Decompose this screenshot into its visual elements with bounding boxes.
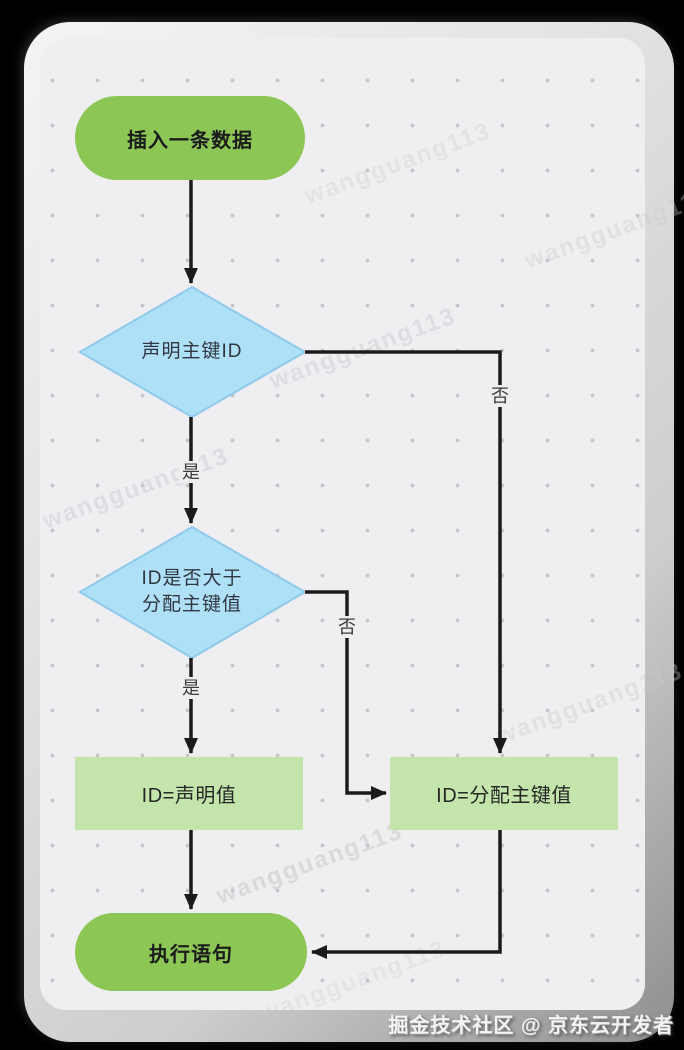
node-assign-allocated-label: ID=分配主键值 [436, 785, 572, 807]
node-assign-declared: ID=声明值 [75, 757, 303, 830]
edge-label-yes-1: 是 [179, 461, 203, 483]
credit-watermark: 掘金技术社区 @ 京东云开发者 [388, 1015, 674, 1037]
node-end-label: 执行语句 [149, 943, 233, 966]
node-assign-declared-label: ID=声明值 [141, 785, 237, 807]
flowchart-canvas [40, 38, 645, 1010]
node-end: 执行语句 [75, 913, 307, 991]
edge-decision2-no [305, 590, 387, 800]
edge-label-no-2: 否 [335, 616, 359, 638]
edge-decision1-no [305, 350, 507, 754]
node-decision2-label-line2: 分配主键值 [141, 594, 242, 615]
edge-allocated-to-end [311, 830, 502, 959]
node-decision2-label: ID是否大于 分配主键值 [92, 566, 292, 618]
edge-label-no-1: 否 [488, 385, 512, 407]
node-decision1-label: 声明主键ID [141, 341, 243, 362]
node-assign-allocated: ID=分配主键值 [390, 757, 618, 830]
node-decision2-label-line1: ID是否大于 [141, 568, 243, 589]
edge-label-yes-2: 是 [179, 677, 203, 699]
node-start-label: 插入一条数据 [127, 129, 253, 152]
node-start: 插入一条数据 [75, 96, 305, 180]
